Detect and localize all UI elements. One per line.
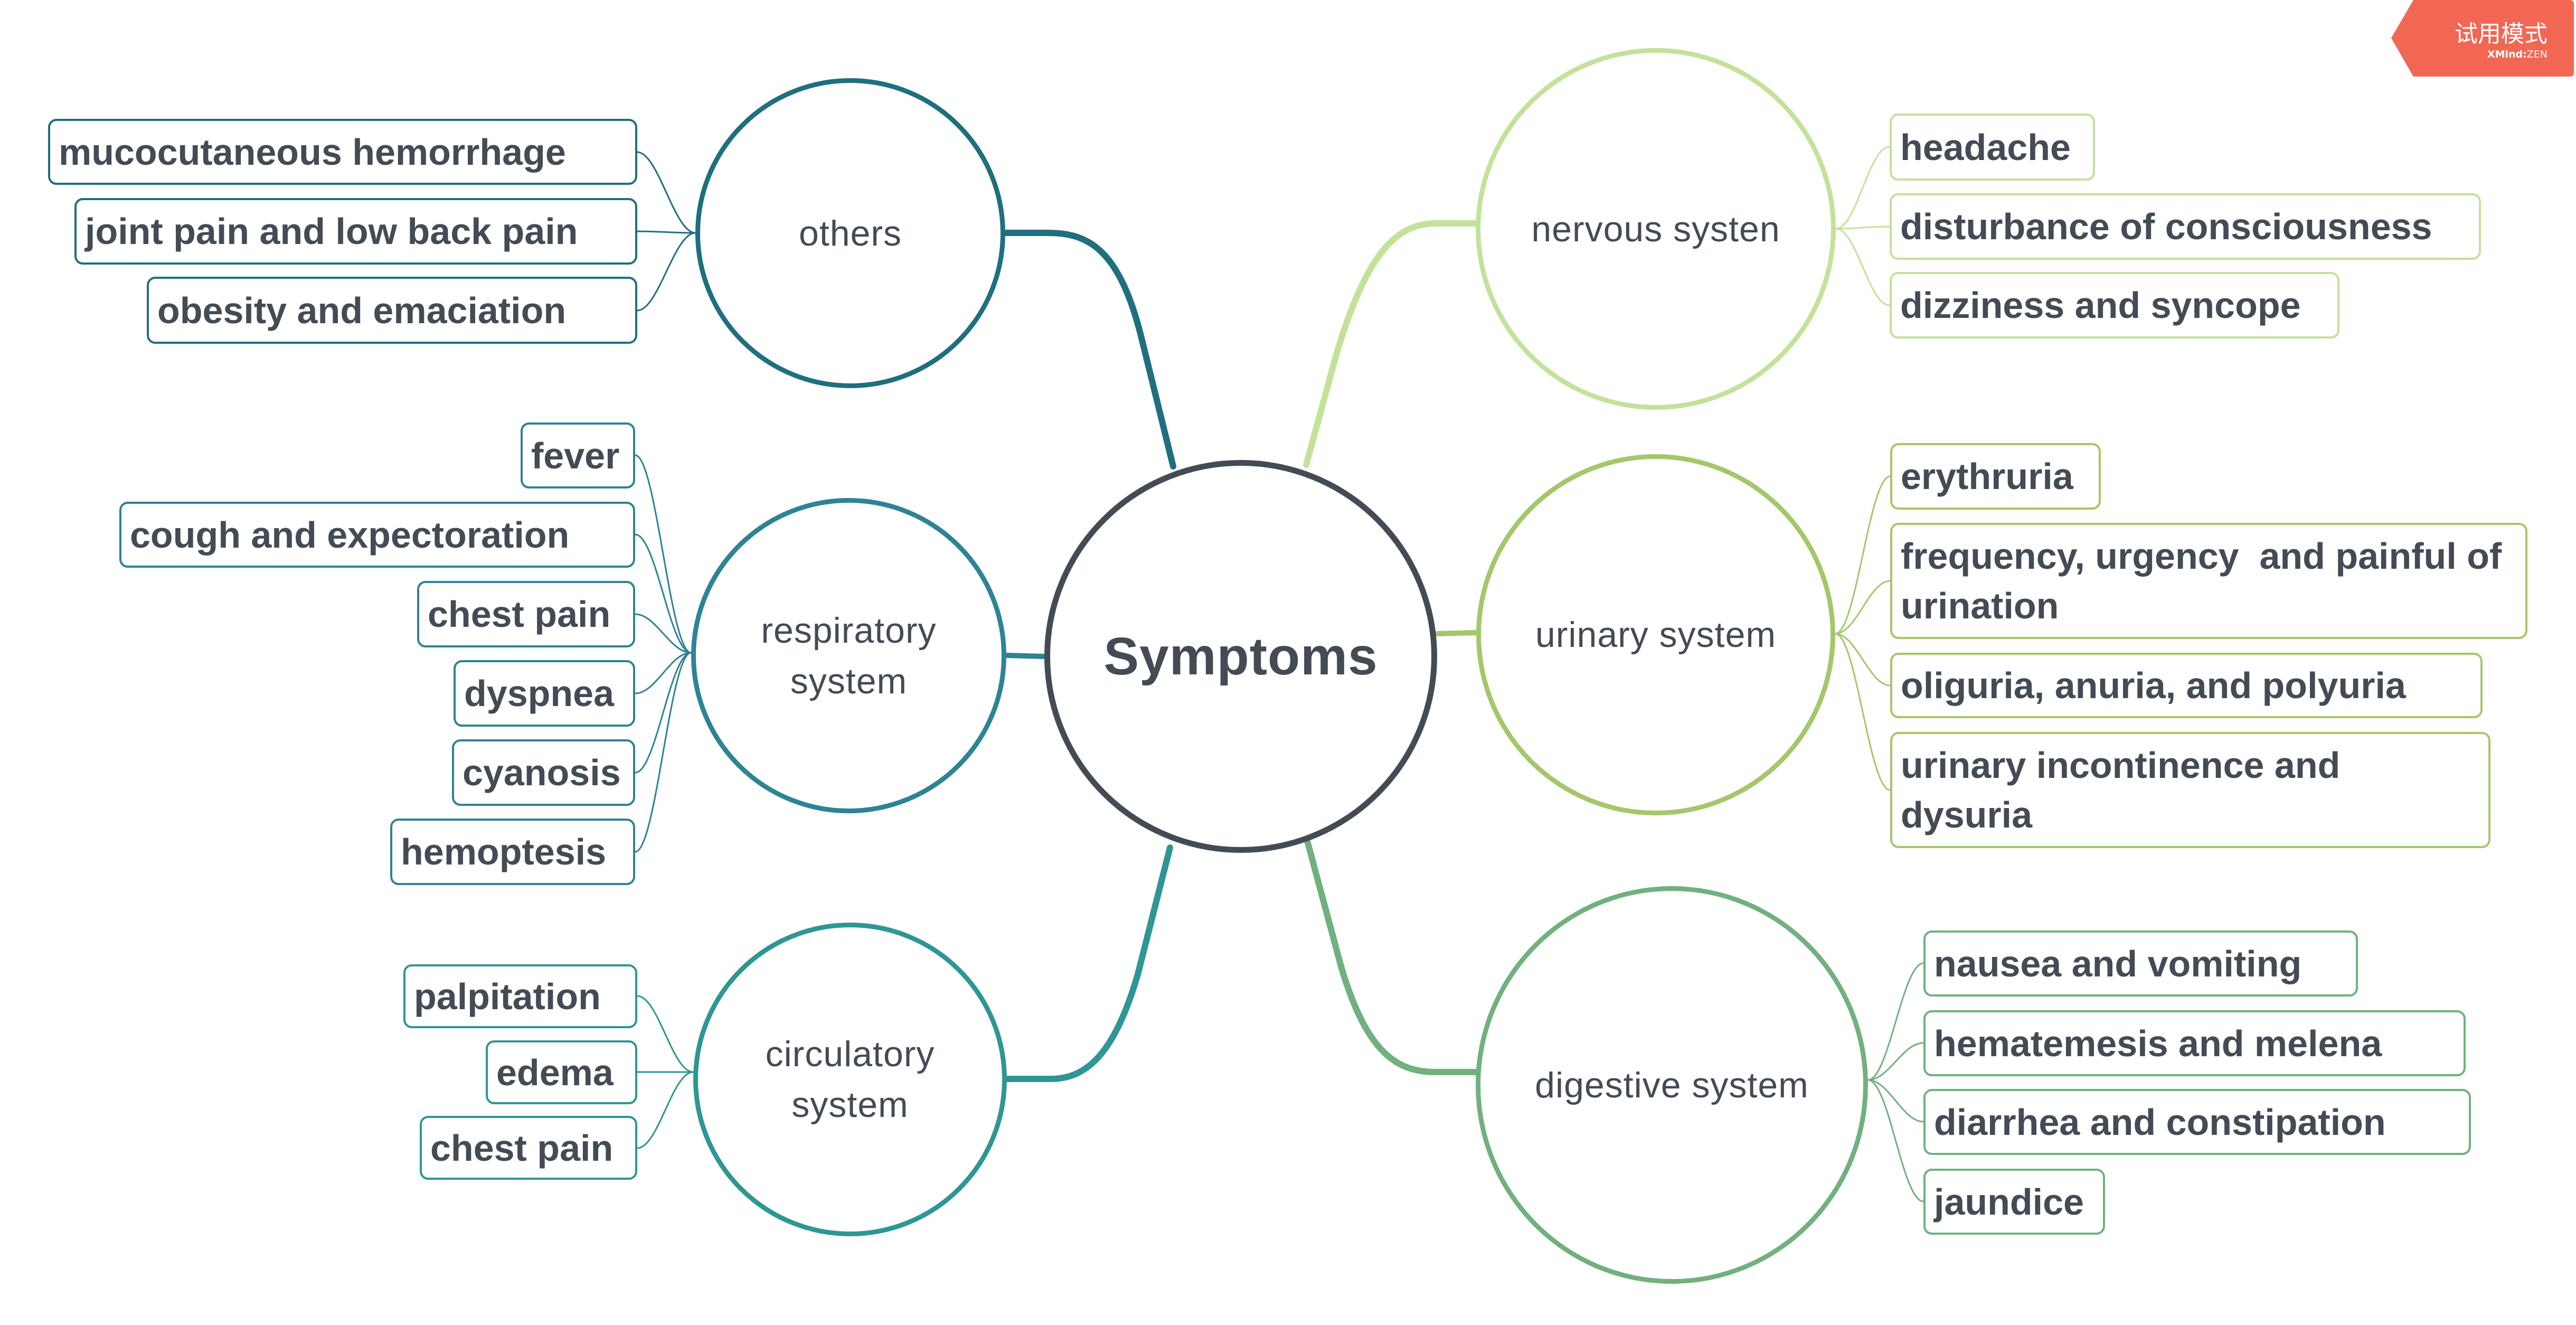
subtopic-connector bbox=[634, 652, 692, 694]
subtopic-connector bbox=[1835, 228, 1891, 306]
subtopic-connector bbox=[1835, 146, 1891, 230]
connector-central-nervous bbox=[1303, 220, 1479, 468]
subtopic-connector bbox=[634, 652, 692, 774]
subtopic-obesity-emaciation[interactable]: obesity and emaciation bbox=[147, 277, 637, 344]
subtopic-disturbance-consciousness[interactable]: disturbance of consciousness bbox=[1890, 193, 2481, 260]
brand-label: XMind:ZEN bbox=[2487, 49, 2547, 60]
subtopic-edema[interactable]: edema bbox=[486, 1040, 637, 1104]
subtopic-connector bbox=[1867, 962, 1924, 1081]
topic-circulatory-label: circulatory system bbox=[765, 1034, 935, 1125]
topic-nervous-system[interactable]: nervous systen bbox=[1476, 48, 1836, 410]
subtopic-cough-expectoration[interactable]: cough and expectoration bbox=[119, 502, 635, 568]
subtopic-connector bbox=[636, 1071, 694, 1149]
subtopic-chest-pain-respiratory[interactable]: chest pain bbox=[417, 581, 635, 647]
subtopic-connector bbox=[1867, 1079, 1924, 1123]
subtopic-diarrhea-constipation[interactable]: diarrhea and constipation bbox=[1923, 1089, 2471, 1155]
topic-others[interactable]: others bbox=[695, 78, 1005, 388]
subtopic-connector bbox=[1834, 633, 1891, 687]
subtopic-mucocutaneous-hemorrhage[interactable]: mucocutaneous hemorrhage bbox=[48, 119, 637, 185]
subtopic-frequency-urgency[interactable]: frequency, urgency and painful of urinat… bbox=[1890, 523, 2527, 639]
subtopic-connector bbox=[634, 652, 692, 853]
subtopic-joint-pain[interactable]: joint pain and low back pain bbox=[74, 198, 637, 265]
topic-digestive-label: digestive system bbox=[1535, 1065, 1809, 1105]
subtopic-nausea-vomiting[interactable]: nausea and vomiting bbox=[1923, 931, 2358, 997]
subtopic-connector bbox=[636, 151, 696, 234]
subtopic-cyanosis[interactable]: cyanosis bbox=[452, 739, 635, 806]
subtopic-connector bbox=[1834, 580, 1891, 635]
subtopic-palpitation[interactable]: palpitation bbox=[403, 964, 637, 1028]
subtopic-hemoptesis[interactable]: hemoptesis bbox=[390, 819, 635, 885]
subtopic-connector bbox=[636, 995, 694, 1073]
subtopic-connector bbox=[1835, 225, 1891, 230]
topic-nervous-label: nervous systen bbox=[1531, 209, 1780, 249]
subtopic-connector bbox=[636, 232, 696, 312]
connector-central-respiratory bbox=[1004, 653, 1047, 659]
connector-central-urinary bbox=[1435, 630, 1479, 636]
subtopic-connector bbox=[1867, 1079, 1924, 1202]
subtopic-oliguria-anuria-polyuria[interactable]: oliguria, anuria, and polyuria bbox=[1890, 653, 2483, 718]
connector-central-circulatory bbox=[1004, 844, 1173, 1082]
topic-respiratory-system[interactable]: respiratory system bbox=[691, 498, 1006, 813]
subtopic-connector bbox=[1834, 633, 1891, 791]
trial-mode-badge: 试用模式 XMind:ZEN bbox=[2391, 0, 2574, 77]
subtopic-jaundice[interactable]: jaundice bbox=[1923, 1169, 2105, 1235]
topic-circulatory-system[interactable]: circulatory system bbox=[693, 923, 1007, 1236]
trial-mode-label: 试用模式 bbox=[2455, 21, 2547, 48]
central-topic[interactable]: Symptoms bbox=[1044, 460, 1437, 853]
subtopic-connector bbox=[636, 230, 696, 234]
subtopic-connector bbox=[1834, 475, 1891, 635]
topic-urinary-system[interactable]: urinary system bbox=[1476, 454, 1835, 815]
subtopic-fever[interactable]: fever bbox=[521, 422, 635, 488]
subtopic-connector bbox=[634, 533, 692, 654]
subtopic-headache[interactable]: headache bbox=[1890, 114, 2095, 181]
subtopic-erythruria[interactable]: erythruria bbox=[1890, 443, 2101, 510]
subtopic-chest-pain-circulatory[interactable]: chest pain bbox=[420, 1116, 637, 1180]
topic-others-label: others bbox=[799, 213, 902, 253]
subtopic-connector bbox=[634, 454, 692, 654]
connector-central-digestive bbox=[1303, 834, 1479, 1075]
subtopic-connector bbox=[1867, 1042, 1924, 1081]
subtopic-hematemesis-melena[interactable]: hematemesis and melena bbox=[1923, 1010, 2466, 1076]
topic-digestive-system[interactable]: digestive system bbox=[1476, 886, 1868, 1284]
connector-central-others bbox=[1002, 230, 1176, 469]
topic-urinary-label: urinary system bbox=[1535, 615, 1777, 655]
subtopic-dyspnea[interactable]: dyspnea bbox=[454, 660, 635, 727]
subtopic-dizziness-syncope[interactable]: dizziness and syncope bbox=[1890, 272, 2339, 339]
subtopic-urinary-incontinence[interactable]: urinary incontinence and dysuria bbox=[1890, 732, 2490, 848]
subtopic-connector bbox=[634, 613, 692, 654]
central-topic-label: Symptoms bbox=[1103, 626, 1378, 686]
topic-respiratory-label: respiratory system bbox=[761, 610, 937, 701]
badge-shape bbox=[2391, 0, 2574, 77]
